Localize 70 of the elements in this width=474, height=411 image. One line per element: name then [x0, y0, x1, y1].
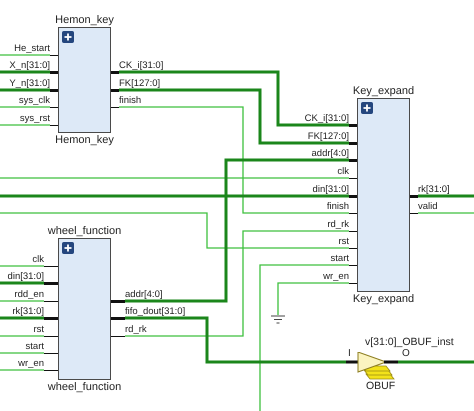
wire [0, 212, 349, 249]
wire [0, 335, 44, 337]
port-label: addr[4:0] [312, 149, 349, 160]
wire [119, 106, 349, 214]
wire [277, 282, 349, 315]
port-label: rst [338, 237, 349, 248]
port-label: valid [418, 202, 438, 213]
port-label: din[31:0] [312, 185, 349, 196]
module-name: Hemon_key [55, 13, 114, 27]
port-label: clk [337, 167, 349, 178]
wire [418, 194, 474, 198]
port-label: rk[31:0] [12, 307, 44, 318]
port-label: finish [119, 96, 142, 107]
wire [0, 352, 44, 354]
wire [460, 360, 474, 364]
module-name: Hemon_key [55, 133, 114, 147]
instance-name: v[31:0]_OBUF_inst [365, 336, 454, 349]
port-label: addr[4:0] [125, 290, 162, 301]
port-label: FK[127:0] [308, 132, 349, 143]
wire [418, 212, 474, 214]
module-name: wheel_function [48, 224, 122, 238]
wire [0, 177, 349, 179]
module-name: wheel_function [48, 380, 122, 394]
wire [0, 106, 50, 108]
wire [0, 124, 50, 126]
wire [259, 264, 349, 411]
port-label: clk [32, 255, 44, 266]
wire [0, 265, 44, 267]
module-name: Key_expand [352, 292, 414, 306]
port-label: fifo_dout[31:0] [125, 307, 186, 318]
port-label: wr_en [323, 272, 349, 283]
wire [0, 316, 44, 320]
wire [0, 88, 50, 92]
wire [119, 88, 349, 144]
port-label: wr_en [18, 359, 44, 370]
wire [125, 158, 349, 302]
module-block [50, 13, 119, 147]
port-label: rst [33, 325, 44, 336]
port-label: rk[31:0] [418, 185, 450, 196]
wire [0, 300, 44, 302]
port-label: rdd_en [14, 290, 44, 301]
port-label: din[31:0] [8, 272, 44, 283]
port-label: He_start [14, 44, 50, 55]
port-label: start [330, 254, 349, 265]
wire [119, 70, 349, 126]
port-label: finish [326, 202, 349, 213]
port-label: rd_rk [125, 325, 147, 336]
port-label: FK[127:0] [119, 79, 160, 90]
wire [125, 230, 349, 337]
module-block [44, 224, 125, 394]
wire [125, 316, 346, 364]
wire [0, 282, 44, 284]
ground-symbol [271, 315, 285, 324]
port-label: CK_i[31:0] [119, 61, 164, 72]
port-label: rd_rk [327, 220, 349, 231]
cell-name: OBUF [366, 380, 396, 393]
port-label: sys_clk [18, 96, 50, 107]
port-label: X_n[31:0] [9, 61, 50, 72]
module-name: Key_expand [352, 84, 414, 98]
pin-name: O [402, 348, 410, 360]
module-block [349, 84, 418, 306]
port-label: sys_rst [20, 114, 50, 125]
wire [0, 70, 50, 74]
port-label: CK_i[31:0] [304, 114, 349, 125]
wire [0, 369, 44, 371]
port-label: Y_n[31:0] [9, 79, 50, 90]
wire [0, 194, 349, 198]
wire [0, 54, 50, 56]
pin-name: I [348, 347, 351, 360]
port-label: start [26, 342, 44, 353]
